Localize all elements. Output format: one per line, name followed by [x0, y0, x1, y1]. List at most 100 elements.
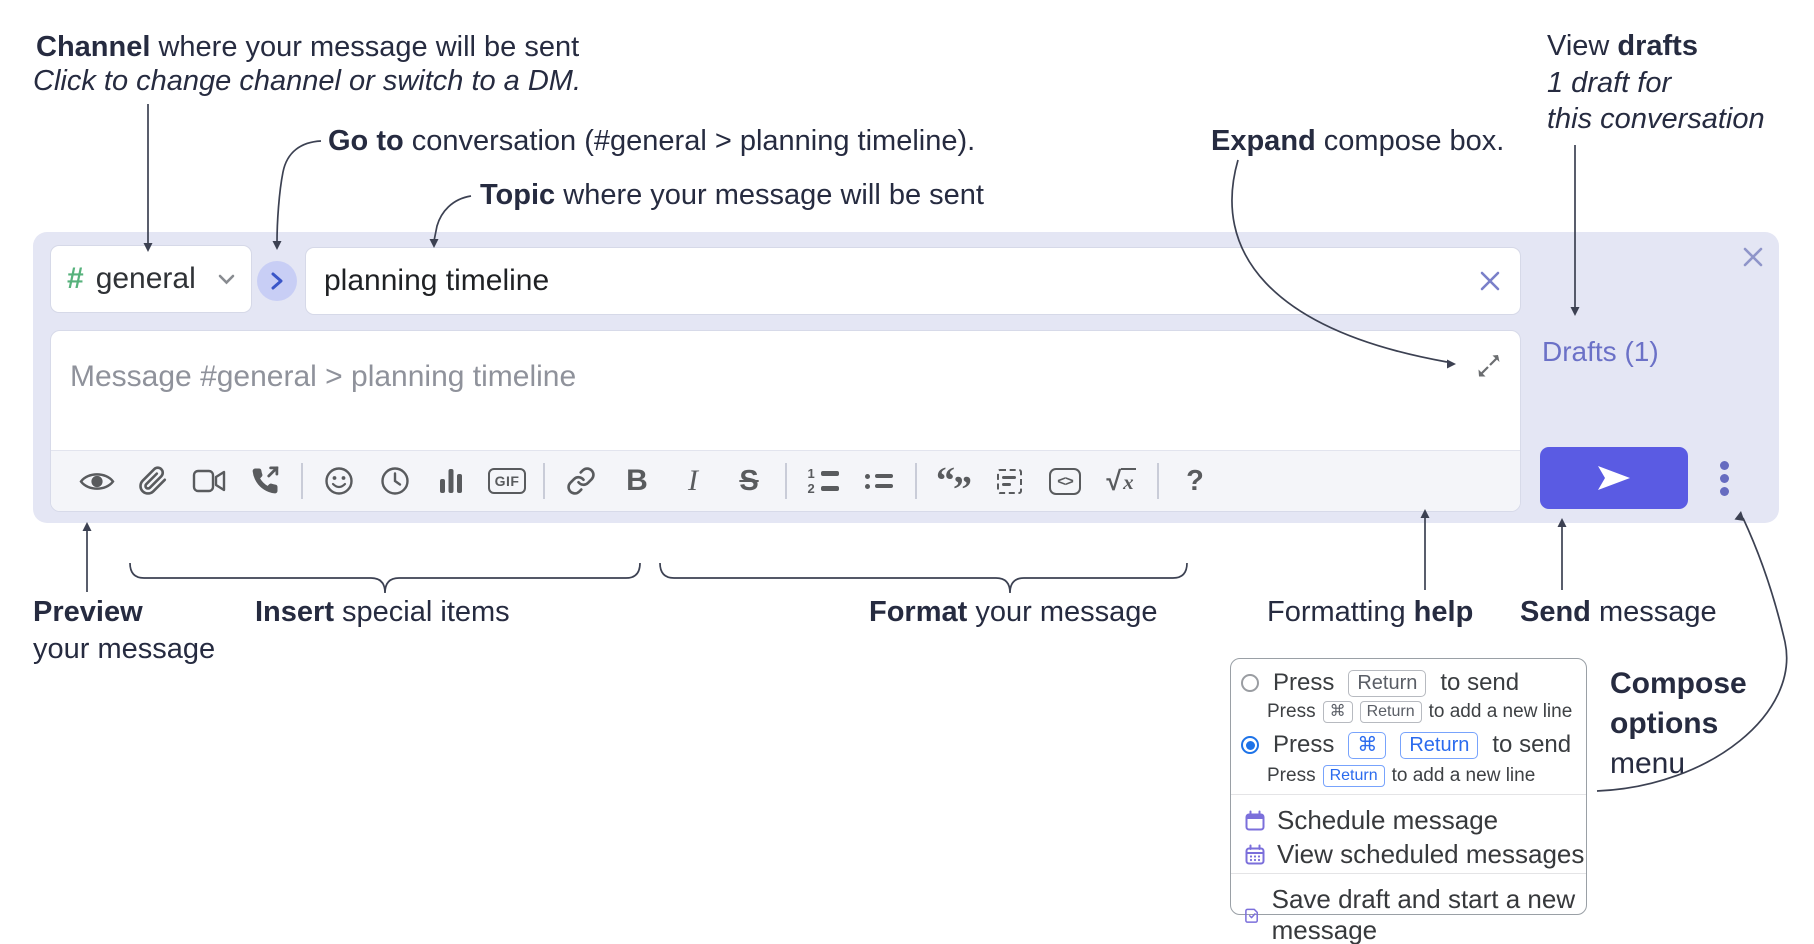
return-keycap: Return — [1348, 669, 1427, 697]
menu-item-view-scheduled-messages[interactable]: View scheduled messages — [1244, 839, 1584, 870]
annotation-channel-sub: Click to change channel or switch to a D… — [33, 65, 582, 97]
add-poll-button[interactable] — [423, 457, 479, 505]
annotation-send: Send message — [1520, 596, 1717, 628]
radio-unselected-icon[interactable] — [1241, 674, 1259, 692]
annotation-preview-line2: your message — [33, 633, 216, 665]
ellipsis-icon — [1719, 460, 1729, 470]
menu-item-save-draft[interactable]: Save draft and start a new message — [1244, 884, 1586, 944]
annotation-insert: Insert special items — [255, 596, 510, 628]
annotation-preview: Preview — [33, 596, 143, 628]
annotation-view-drafts-line3: this conversation — [1547, 103, 1765, 135]
cmd-keycap: ⌘ — [1322, 701, 1353, 723]
attach-file-button[interactable] — [125, 457, 181, 505]
channel-selector[interactable]: # general — [50, 245, 252, 313]
video-camera-icon — [192, 469, 226, 493]
compose-options-button[interactable] — [1706, 452, 1742, 504]
link-button[interactable] — [553, 457, 609, 505]
toolbar-divider — [785, 463, 787, 499]
annotation-goto-rest: conversation (#general > planning timeli… — [403, 125, 976, 157]
strikethrough-button[interactable]: S — [721, 457, 777, 505]
numbered-list-icon: 1 2 — [808, 467, 839, 495]
annotation-topic-bold: Topic — [480, 179, 556, 211]
bulleted-list-icon — [865, 473, 893, 489]
format-brace — [659, 562, 1188, 594]
send-option-return-subtext: Press ⌘ Return to add a new line — [1267, 701, 1573, 723]
preview-button[interactable] — [69, 457, 125, 505]
eye-icon — [79, 472, 115, 490]
close-icon — [1743, 247, 1763, 267]
goto-arrow-line — [276, 140, 322, 244]
cmd-keycap: ⌘ — [1348, 731, 1387, 759]
bar-chart-icon — [440, 469, 462, 493]
arrowhead-up — [82, 522, 92, 531]
paperclip-icon — [139, 466, 167, 495]
annotation-channel: Channel where your message will be sent — [36, 30, 579, 64]
annotation-view-drafts-pre: View — [1547, 30, 1618, 62]
add-gif-button[interactable]: GIF — [479, 457, 535, 505]
italic-icon: I — [688, 464, 698, 497]
bulleted-list-button[interactable] — [851, 457, 907, 505]
radio-selected-icon[interactable] — [1241, 736, 1259, 754]
italic-button[interactable]: I — [665, 457, 721, 505]
document-check-icon — [1245, 908, 1258, 923]
bold-button[interactable]: B — [609, 457, 665, 505]
annotation-topic: Topic where your message will be sent — [480, 178, 984, 212]
annotation-topic-rest: where your message will be sent — [555, 179, 984, 211]
question-mark-icon: ? — [1186, 464, 1204, 497]
menu-item-schedule-message[interactable]: Schedule message — [1244, 805, 1498, 836]
send-button[interactable] — [1540, 447, 1688, 509]
quote-button[interactable]: “” — [925, 457, 981, 511]
annotation-view-drafts: View drafts — [1547, 29, 1698, 63]
phone-call-icon — [252, 466, 279, 494]
add-global-time-button[interactable] — [367, 457, 423, 505]
code-button[interactable]: <> — [1037, 457, 1093, 505]
annotation-formatting-help: Formatting help — [1267, 596, 1474, 628]
toolbar-divider — [915, 463, 917, 499]
return-keycap: Return — [1359, 701, 1422, 723]
quote-icon: ” — [953, 469, 972, 511]
annotation-compose-options: Compose options menu — [1610, 667, 1747, 780]
link-icon — [567, 467, 595, 495]
chevron-right-icon — [271, 272, 283, 290]
smiley-icon — [325, 467, 353, 495]
topic-input[interactable]: planning timeline — [305, 247, 1521, 315]
compose-options-popup: Press Return to send Press ⌘ Return to a… — [1230, 658, 1587, 944]
toolbar-divider — [1157, 463, 1159, 499]
return-keycap: Return — [1322, 765, 1385, 787]
add-voice-call-button[interactable] — [237, 457, 293, 505]
expand-compose-icon[interactable] — [1476, 353, 1502, 384]
send-icon — [1598, 466, 1630, 490]
quote-icon: “ — [936, 460, 955, 502]
go-to-conversation-button[interactable] — [257, 261, 297, 301]
calendar-grid-icon — [1245, 844, 1265, 864]
math-icon: √ — [1106, 465, 1122, 496]
annotation-view-drafts-line2: 1 draft for — [1547, 67, 1672, 99]
add-video-call-button[interactable] — [181, 457, 237, 505]
drafts-link[interactable]: Drafts (1) — [1542, 336, 1659, 367]
channel-hash-icon: # — [67, 262, 84, 295]
ellipsis-icon — [1719, 473, 1729, 483]
code-icon: <> — [1049, 467, 1081, 495]
annotation-expand-rest: compose box. — [1315, 125, 1505, 157]
numbered-list-button[interactable]: 1 2 — [795, 457, 851, 505]
annotation-expand-bold: Expand — [1211, 125, 1316, 157]
clear-topic-icon[interactable] — [1478, 269, 1502, 293]
annotation-view-drafts-bold: drafts — [1617, 30, 1698, 62]
math-button[interactable]: √x — [1106, 465, 1136, 496]
close-compose-button[interactable] — [1736, 240, 1770, 274]
send-option-cmd-return-subtext: Press Return to add a new line — [1267, 765, 1536, 787]
send-option-cmd-return[interactable]: Press ⌘ Return to send — [1241, 731, 1571, 759]
compose-toolbar: GIF B I S 1 2 “” — [51, 450, 1520, 511]
message-input-placeholder[interactable]: Message #general > planning timeline — [70, 360, 577, 393]
calendar-icon — [1245, 810, 1265, 830]
toolbar-divider — [543, 463, 545, 499]
spoiler-button[interactable] — [981, 457, 1037, 505]
topic-value: planning timeline — [324, 264, 550, 297]
send-option-return[interactable]: Press Return to send — [1241, 669, 1519, 697]
message-formatting-help-button[interactable]: ? — [1167, 457, 1223, 505]
insert-brace — [129, 562, 641, 594]
annotation-goto: Go to conversation (#general > planning … — [328, 124, 975, 158]
ellipsis-icon — [1719, 486, 1729, 496]
emoji-button[interactable] — [311, 457, 367, 505]
